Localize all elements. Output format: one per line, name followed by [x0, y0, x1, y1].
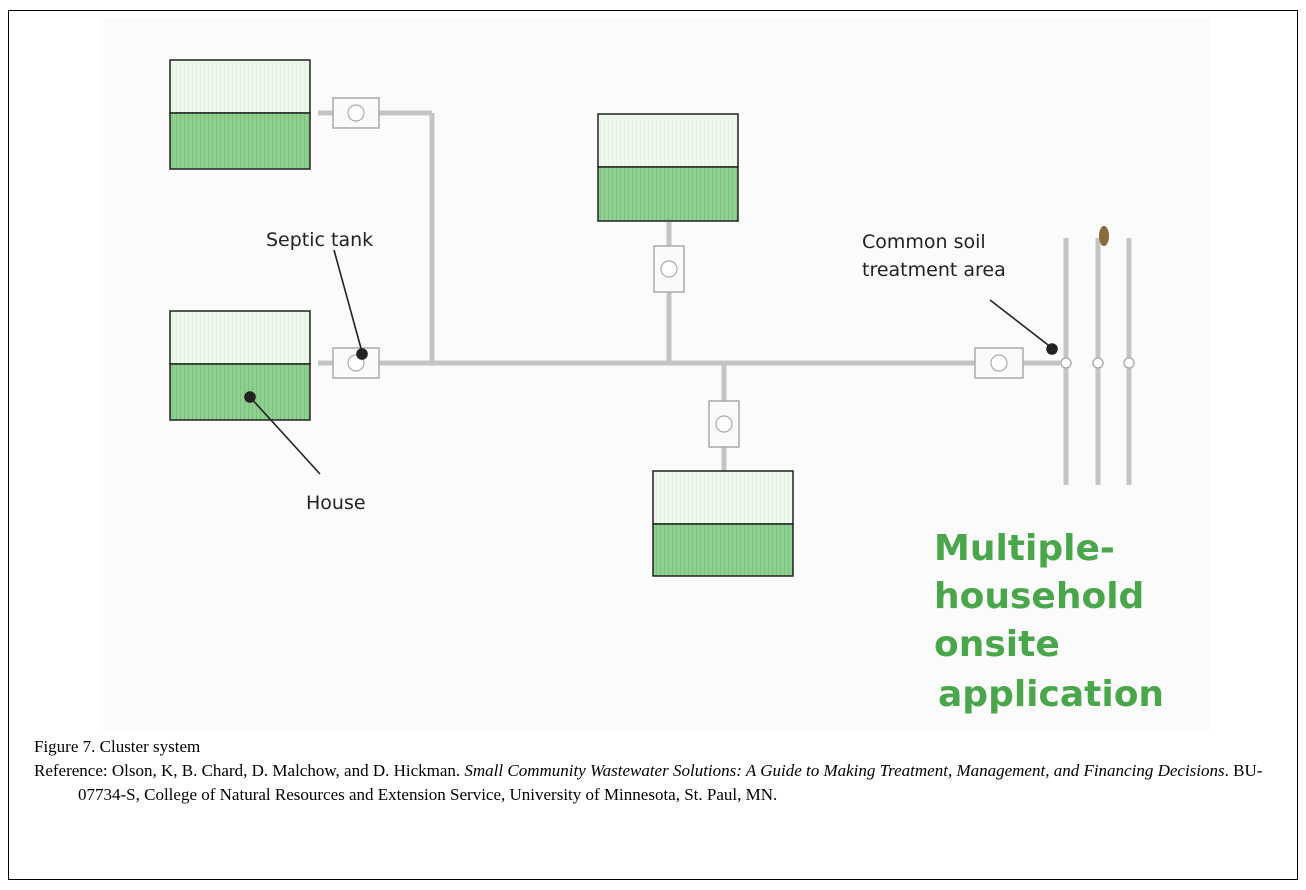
septic-tank-left	[332, 347, 380, 379]
septic-tank-label: Septic tank	[266, 229, 373, 251]
figure-caption: Figure 7. Cluster system Reference: Olso…	[34, 735, 1274, 807]
house-leader	[249, 396, 321, 475]
house-center-top	[597, 113, 739, 222]
reference-title: Small Community Wastewater Solutions: A …	[464, 761, 1225, 780]
house-dot	[244, 391, 256, 403]
soil-leader	[989, 299, 1053, 349]
diagram-title-line1: Multiple-	[934, 528, 1115, 569]
reference-suffix: . BU-07734-S, College of Natural Resourc…	[78, 761, 1263, 804]
septic-tank-right	[974, 347, 1024, 379]
diagram-title-line2: household	[934, 576, 1144, 617]
house-center-bottom	[652, 470, 794, 577]
diagram-title-line3: onsite	[934, 624, 1060, 665]
septic-tank-center-bottom	[708, 400, 740, 448]
septic-tank-top-left	[332, 97, 380, 129]
septic-tank-center-top	[653, 245, 685, 293]
cluster-system-diagram: Septic tank House Common soil treatment …	[169, 59, 1165, 715]
house-label: House	[306, 492, 366, 514]
figure-reference: Reference: Olson, K, B. Chard, D. Malcho…	[34, 759, 1274, 807]
soil-junctions	[1060, 357, 1135, 369]
septic-tank-dot	[356, 348, 368, 360]
stray-mark	[1099, 226, 1109, 246]
soil-dot	[1046, 343, 1058, 355]
house-top-left	[169, 59, 311, 170]
septic-tank-leader	[333, 249, 363, 353]
reference-prefix: Reference: Olson, K, B. Chard, D. Malcho…	[34, 761, 465, 780]
common-soil-label-line1: Common soil	[862, 231, 986, 253]
common-soil-label-line2: treatment area	[862, 259, 1006, 281]
figure-caption-title: Figure 7. Cluster system	[34, 737, 201, 756]
house-left	[169, 310, 311, 421]
diagram-title-line4: application	[938, 674, 1164, 715]
